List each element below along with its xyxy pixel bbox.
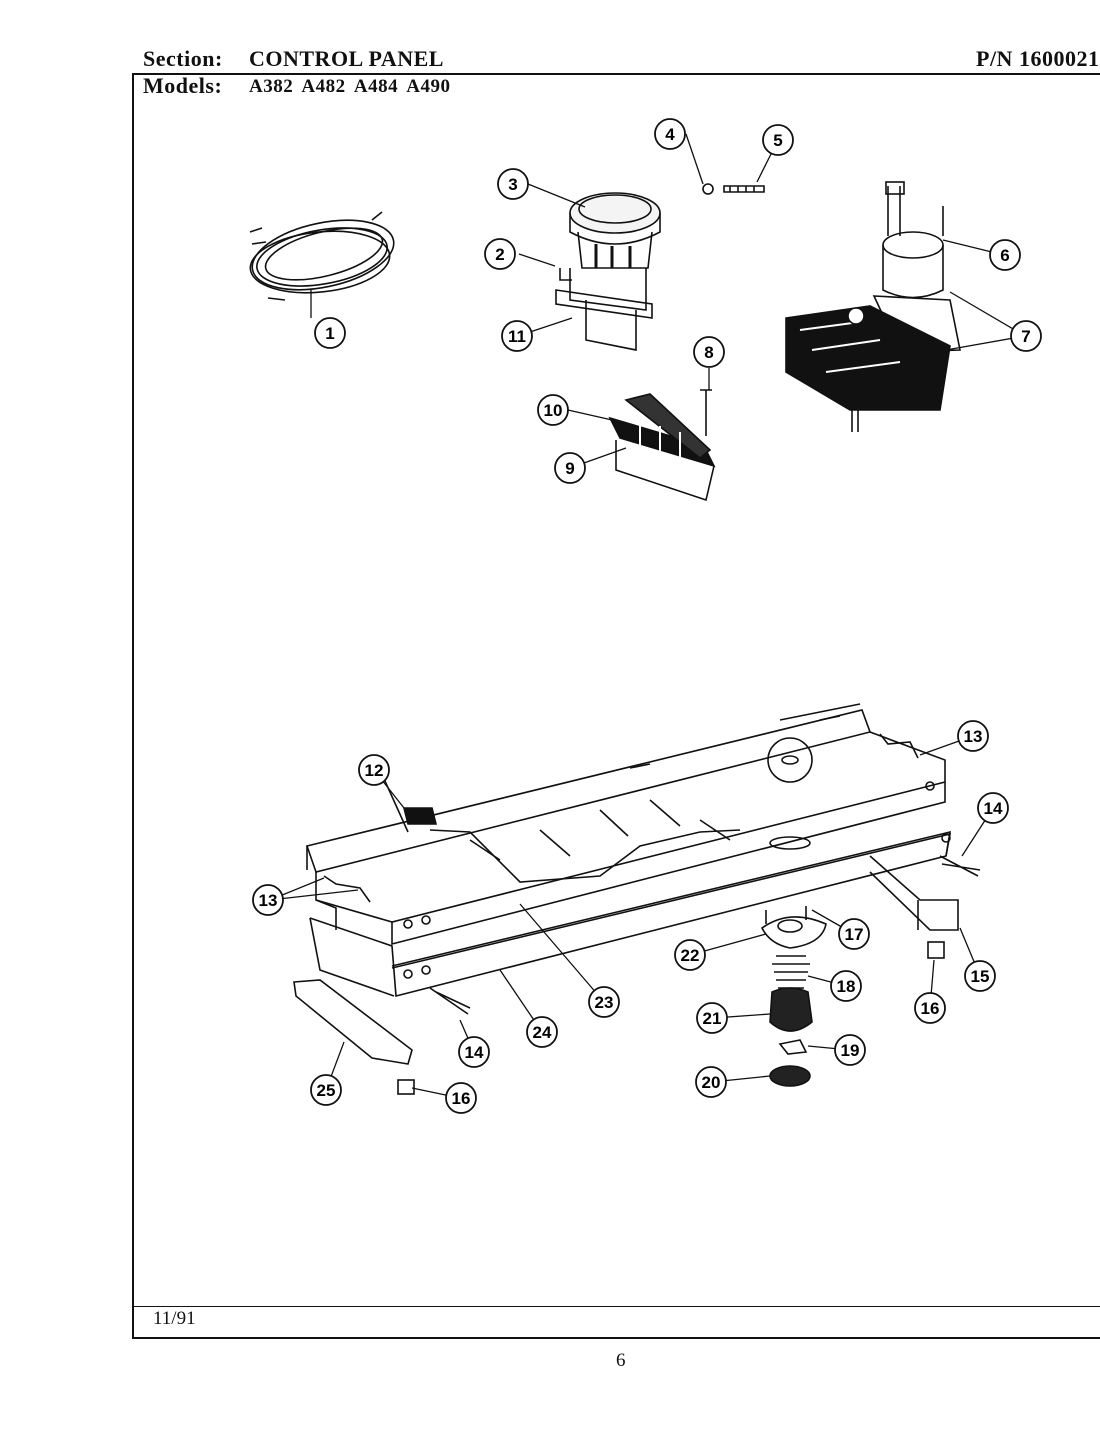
callout-24: 24 [526, 1016, 558, 1048]
callout-17: 17 [838, 918, 870, 950]
callout-13-right: 13 [957, 720, 989, 752]
callout-label: 13 [964, 727, 983, 746]
footer-divider [132, 1306, 1100, 1307]
callout-label: 18 [837, 977, 856, 996]
callouts-group: 1 2 3 4 5 6 7 8 9 10 11 12 13 13 14 14 1… [252, 118, 1042, 1114]
callout-19: 19 [834, 1034, 866, 1066]
callout-16-right: 16 [914, 992, 946, 1024]
callout-label: 23 [595, 993, 614, 1012]
callout-label: 20 [702, 1073, 721, 1092]
page-number: 6 [616, 1350, 626, 1371]
callout-10: 10 [537, 394, 569, 426]
wire-harness-drawing [249, 211, 395, 301]
callout-20: 20 [695, 1066, 727, 1098]
models-label: Models: [143, 73, 223, 98]
callout-8: 8 [693, 336, 725, 368]
callout-22: 22 [674, 939, 706, 971]
callout-23: 23 [588, 986, 620, 1018]
callout-label: 10 [544, 401, 563, 420]
callout-label: 21 [703, 1009, 722, 1028]
callout-label: 11 [508, 327, 526, 346]
callout-25: 25 [310, 1074, 342, 1106]
screw-right-drawing [939, 855, 981, 877]
callout-11: 11 [501, 320, 533, 352]
callout-label: 7 [1021, 327, 1030, 346]
callout-label: 6 [1000, 246, 1009, 265]
callout-7: 7 [1010, 320, 1042, 352]
screw-drawing [700, 389, 712, 436]
callout-label: 17 [845, 925, 864, 944]
screw-left-drawing [429, 987, 471, 1015]
callout-label: 24 [533, 1023, 552, 1042]
callout-label: 16 [921, 999, 940, 1018]
callout-2: 2 [484, 238, 516, 270]
callout-5: 5 [762, 124, 794, 156]
knob-assembly-drawing [760, 906, 827, 1087]
callout-12: 12 [358, 754, 390, 786]
bracket-drawing [293, 979, 413, 1065]
callout-label: 22 [681, 946, 700, 965]
callout-label: 4 [665, 125, 675, 144]
callout-label: 8 [704, 343, 713, 362]
revision-date: 11/91 [153, 1308, 196, 1329]
callout-18: 18 [830, 970, 862, 1002]
callout-label: 14 [465, 1043, 484, 1062]
callout-13-left: 13 [252, 884, 284, 916]
callout-label: 2 [495, 245, 504, 264]
nut-right-drawing [927, 941, 945, 959]
callout-21: 21 [696, 1002, 728, 1034]
console-frame-drawing [305, 703, 959, 998]
callout-label: 5 [773, 131, 782, 150]
callout-1: 1 [314, 317, 346, 349]
callout-label: 15 [971, 967, 990, 986]
callout-label: 19 [841, 1041, 860, 1060]
nut-left-drawing [397, 1079, 415, 1095]
ring-drawing [702, 183, 714, 195]
callout-15: 15 [964, 960, 996, 992]
terminal-block-drawing [608, 393, 716, 502]
spring-drawing [723, 185, 765, 193]
models-list: A382 A482 A484 A490 [249, 76, 451, 97]
part-number: P/N 1600021 [976, 46, 1100, 71]
callout-label: 9 [565, 459, 574, 478]
callout-14-left: 14 [458, 1036, 490, 1068]
timer-assembly-drawing [785, 181, 961, 432]
callout-16-left: 16 [445, 1082, 477, 1114]
callout-9: 9 [554, 452, 586, 484]
callout-14-right: 14 [977, 792, 1009, 824]
callout-label: 25 [317, 1081, 336, 1100]
leader-lines [269, 133, 1026, 1099]
callout-label: 13 [259, 891, 278, 910]
section-label: Section: [143, 46, 223, 71]
callout-6: 6 [989, 239, 1021, 271]
callout-label: 12 [365, 761, 384, 780]
callout-label: 16 [452, 1089, 471, 1108]
clip-drawing [402, 807, 438, 825]
callout-label: 1 [325, 324, 334, 343]
callout-label: 3 [508, 175, 517, 194]
diagram-frame [132, 73, 1100, 1339]
push-switch-drawing [555, 192, 661, 351]
section-title: CONTROL PANEL [249, 46, 444, 71]
callout-4: 4 [654, 118, 686, 150]
callout-label: 14 [984, 799, 1003, 818]
callout-3: 3 [497, 168, 529, 200]
